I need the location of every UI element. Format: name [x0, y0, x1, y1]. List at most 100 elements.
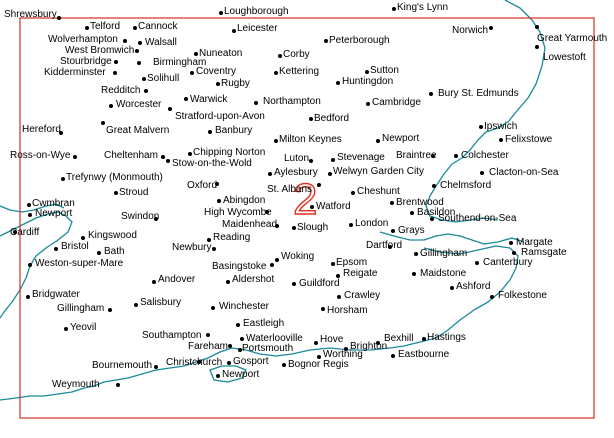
town-label: Peterborough — [329, 35, 390, 46]
town-dot — [216, 374, 220, 378]
town-label: Trefynwy (Monmouth) — [66, 172, 163, 183]
town-dot — [274, 139, 278, 143]
town-label: Ross-on-Wye — [10, 150, 71, 161]
town-label: Worcester — [116, 99, 162, 110]
town-dot — [450, 286, 454, 290]
town-dot — [475, 261, 479, 265]
town-label: Bridgwater — [32, 289, 80, 300]
town-label: Eastleigh — [243, 318, 285, 329]
town-label: Oxford — [187, 180, 218, 191]
town-label: Stratford-upon-Avon — [175, 111, 265, 122]
town-dot — [431, 154, 435, 158]
town-dot — [365, 70, 369, 74]
coastline-thames — [379, 231, 525, 245]
town-label: Milton Keynes — [279, 134, 342, 145]
town-label: Cheltenham — [104, 150, 158, 161]
town-label: Salisbury — [140, 297, 182, 308]
town-dot — [168, 107, 172, 111]
town-label: Huntingdon — [342, 76, 394, 87]
town-dot — [97, 251, 101, 255]
town-dot — [217, 199, 221, 203]
town-label: Ipswich — [484, 121, 518, 132]
town-dot — [13, 230, 17, 234]
town-label: Norwich — [452, 25, 489, 36]
town-dot — [489, 26, 493, 30]
town-dot — [207, 238, 211, 242]
town-label: Bexhill — [384, 333, 414, 344]
town-label: High Wycombe — [204, 207, 272, 218]
coastline-welsh — [0, 203, 65, 213]
town-label: Maidenhead — [222, 219, 278, 230]
town-label: Kidderminster — [44, 67, 106, 78]
town-label: Andover — [158, 274, 196, 285]
town-dot — [108, 308, 112, 312]
town-label: Gillingham — [57, 303, 105, 314]
town-label: Kettering — [279, 66, 320, 77]
town-dot — [134, 303, 138, 307]
town-label: Watford — [316, 201, 351, 212]
town-label: Brighton — [350, 341, 388, 352]
town-label: Bath — [104, 246, 125, 257]
town-label: Cannock — [138, 21, 178, 32]
town-dot — [275, 224, 279, 228]
town-dot — [310, 205, 314, 209]
town-dot — [28, 213, 32, 217]
town-dot — [390, 201, 394, 205]
town-label: Great Yarmouth — [537, 33, 608, 44]
town-dot — [206, 333, 210, 337]
town-dot — [366, 102, 370, 106]
town-dot — [114, 191, 118, 195]
town-dot — [190, 71, 194, 75]
town-dot — [512, 251, 516, 255]
town-dot — [336, 274, 340, 278]
town-dot — [309, 117, 313, 121]
town-dot — [430, 217, 434, 221]
town-label: Abingdon — [223, 195, 266, 206]
town-dot — [454, 154, 458, 158]
town-dot — [197, 360, 201, 364]
town-dot — [282, 363, 286, 367]
town-label: Yeovil — [70, 322, 97, 333]
town-dot — [317, 183, 321, 187]
town-label: Gosport — [233, 356, 269, 367]
town-label: Guildford — [299, 278, 340, 289]
town-dot — [208, 130, 212, 134]
town-dot — [101, 121, 105, 125]
town-dot — [28, 263, 32, 267]
town-label: Gillingham — [420, 248, 468, 259]
town-dot — [490, 295, 494, 299]
town-dot — [184, 97, 188, 101]
town-dot — [349, 223, 353, 227]
town-dot — [317, 355, 321, 359]
town-dot — [73, 155, 77, 159]
town-dot — [216, 82, 220, 86]
town-label: Aylesbury — [274, 167, 318, 178]
town-label: Weston-super-Mare — [35, 258, 124, 269]
town-dot — [388, 245, 392, 249]
town-label: Sutton — [370, 65, 399, 76]
town-label: Bristol — [61, 241, 89, 252]
town-label: Solihull — [147, 73, 180, 84]
town-dot — [479, 125, 483, 129]
town-label: Weymouth — [52, 379, 100, 390]
town-dot — [188, 152, 192, 156]
coastline-kent — [389, 245, 519, 349]
town-dot — [59, 131, 63, 135]
town-dot — [109, 104, 113, 108]
town-label: Hove — [320, 334, 344, 345]
town-dot — [268, 172, 272, 176]
town-label: Braintree — [396, 150, 437, 161]
town-dot — [274, 71, 278, 75]
town-dot — [240, 337, 244, 341]
town-label: Colchester — [461, 150, 509, 161]
town-dot — [391, 354, 395, 358]
town-dot — [227, 361, 231, 365]
town-dot — [114, 60, 118, 64]
town-label: Walsall — [145, 37, 177, 48]
town-label: London — [355, 218, 389, 229]
town-dot — [499, 138, 503, 142]
town-dot — [236, 323, 240, 327]
town-dot — [321, 307, 325, 311]
town-label: Lowestoft — [543, 52, 586, 63]
town-dot — [85, 26, 89, 30]
